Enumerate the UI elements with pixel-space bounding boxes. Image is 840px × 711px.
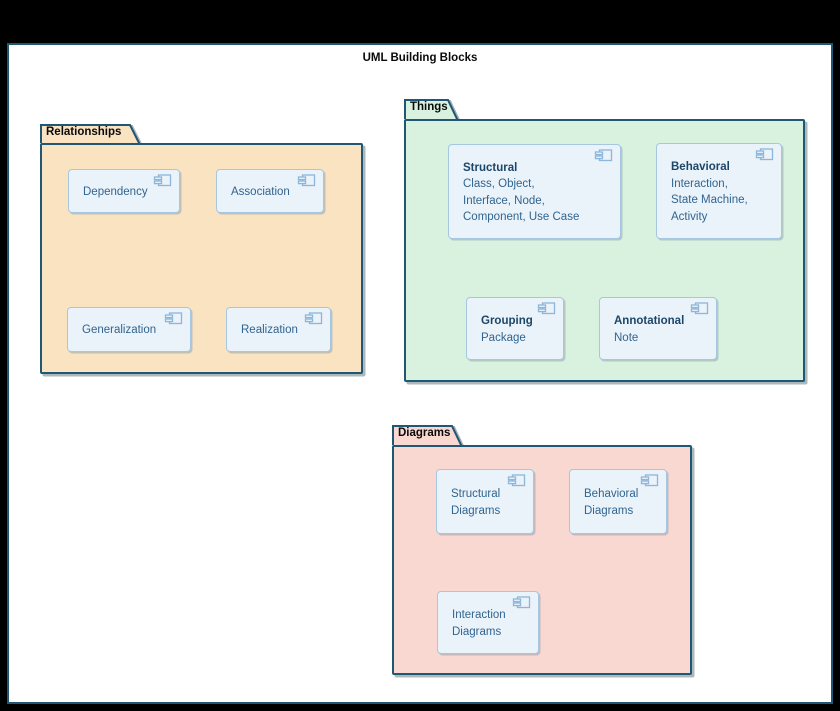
package-tab-shape: [404, 99, 459, 119]
package-relationships-tab: Relationships: [40, 123, 141, 143]
component-label: Association: [231, 185, 290, 198]
component-title: Annotational: [614, 315, 685, 327]
component-title: Structural: [463, 161, 518, 174]
component-behavioral[interactable]: Behavioral Interaction, State Machine, A…: [656, 143, 782, 239]
component-behavioral-diagrams[interactable]: Behavioral Diagrams: [569, 469, 667, 534]
package-tab-shape: [392, 425, 463, 445]
component-generalization[interactable]: Generalization: [67, 307, 191, 352]
package-diagrams-tab: Diagrams: [392, 424, 463, 445]
component-icon: [537, 302, 556, 315]
component-label: Behavioral Diagrams: [584, 488, 639, 517]
package-things[interactable]: Things Structural Class, Object, Interfa…: [404, 98, 808, 383]
diagram-title: UML Building Blocks: [362, 52, 478, 64]
component-icon: [690, 302, 709, 315]
component-icon: [297, 174, 316, 187]
package-things-body: Structural Class, Object, Interface, Nod…: [404, 119, 805, 382]
package-relationships-body: Dependency Association Generalization Re…: [40, 143, 363, 374]
package-diagrams-body: Structural Diagrams Behavioral Diagrams …: [392, 445, 692, 675]
component-title: Grouping: [481, 315, 533, 327]
component-label: Interaction Diagrams: [452, 609, 506, 638]
component-title: Behavioral: [671, 161, 730, 173]
component-icon: [755, 148, 774, 161]
component-icon: [640, 474, 659, 487]
component-structural-diagrams[interactable]: Structural Diagrams: [436, 469, 534, 534]
component-icon: [507, 474, 526, 487]
package-diagrams-name: Diagrams: [398, 427, 451, 439]
component-grouping[interactable]: Grouping Package: [466, 297, 564, 360]
component-label: Dependency: [83, 185, 148, 198]
component-structural[interactable]: Structural Class, Object, Interface, Nod…: [448, 144, 621, 239]
package-diagrams[interactable]: Diagrams Structural Diagrams Behavioral …: [392, 424, 695, 676]
component-icon: [512, 596, 531, 609]
component-realization[interactable]: Realization: [226, 307, 331, 352]
package-relationships[interactable]: Relationships Dependency Association Gen…: [40, 123, 366, 376]
diagram-canvas: UML Building Blocks Relationships Depend…: [7, 43, 833, 704]
component-icon: [304, 312, 323, 325]
component-label: Generalization: [82, 324, 157, 337]
package-tab-shape: [40, 124, 141, 143]
component-description: Class, Object, Interface, Node, Componen…: [463, 178, 580, 223]
component-description: Interaction, State Machine, Activity: [671, 177, 748, 223]
component-label: Structural Diagrams: [451, 488, 501, 517]
component-annotational[interactable]: Annotational Note: [599, 297, 717, 360]
component-description: Package: [481, 331, 526, 344]
component-dependency[interactable]: Dependency: [68, 169, 180, 213]
component-interaction-diagrams[interactable]: Interaction Diagrams: [437, 591, 539, 654]
component-label: Realization: [241, 324, 298, 337]
component-association[interactable]: Association: [216, 169, 324, 213]
package-things-tab: Things: [404, 98, 459, 119]
package-relationships-name: Relationships: [46, 126, 122, 138]
component-icon: [594, 149, 613, 162]
package-things-name: Things: [410, 101, 448, 113]
component-description: Note: [614, 331, 639, 344]
component-icon: [153, 174, 172, 187]
component-icon: [164, 312, 183, 325]
